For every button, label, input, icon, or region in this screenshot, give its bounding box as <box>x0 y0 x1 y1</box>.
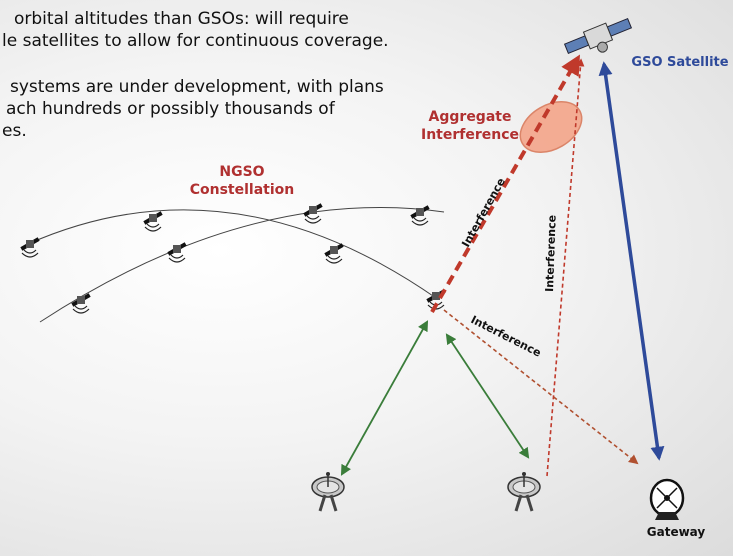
interference-arrow-ngso-to-gso <box>430 54 580 313</box>
interference-label-ground-gso: Interference <box>543 215 559 292</box>
bullet-1-line-2: le satellites to allow for continuous co… <box>2 31 389 51</box>
ngso-orbit-1 <box>27 209 437 299</box>
ngso-satellite-icon <box>19 236 41 258</box>
interference-label-ngso-gateway: Interference <box>469 313 544 360</box>
ngso-satellite-icon <box>70 292 92 314</box>
bullet-2-line-1: systems are under development, with plan… <box>10 77 384 97</box>
aggregate-interference-label-2: Interference <box>421 127 519 143</box>
gso-satellite-label: GSO Satellite <box>631 55 728 70</box>
ngso-satellite-icon <box>302 202 324 224</box>
ground-dish-icon <box>506 470 542 513</box>
interference-label-ngso-gso: Interference <box>459 176 508 250</box>
ground-dish-icon <box>310 470 346 513</box>
aggregate-interference-ellipse <box>519 101 583 153</box>
ngso-satellite-icon <box>166 241 188 263</box>
bullet-1-line-1: orbital altitudes than GSOs: will requir… <box>14 9 349 29</box>
ngso-satellite-icon <box>323 242 345 264</box>
gateway-label: Gateway <box>647 525 706 539</box>
gateway-dish-icon <box>649 478 685 520</box>
aggregate-interference-label-1: Aggregate <box>429 109 512 125</box>
ngso-satellite-icon <box>142 210 164 232</box>
ngso-constellation-label-2: Constellation <box>190 182 295 198</box>
interference-arrow-ngso-to-gateway <box>443 309 639 465</box>
bullet-2-line-2: ach hundreds or possibly thousands of <box>6 99 335 119</box>
ngso-orbit-2 <box>39 207 445 323</box>
gso-link-arrow <box>598 61 665 461</box>
ngso-link-arrow-dish-1 <box>340 320 429 476</box>
ngso-link-arrow-dish-2 <box>445 333 530 459</box>
ngso-constellation-label-1: NGSO <box>219 164 264 180</box>
ngso-satellite-icon <box>409 204 431 226</box>
bullet-2: systems are under development, with plan… <box>0 76 384 142</box>
bullet-2-line-3: es. <box>2 121 27 141</box>
gso-satellite-icon <box>563 17 633 55</box>
